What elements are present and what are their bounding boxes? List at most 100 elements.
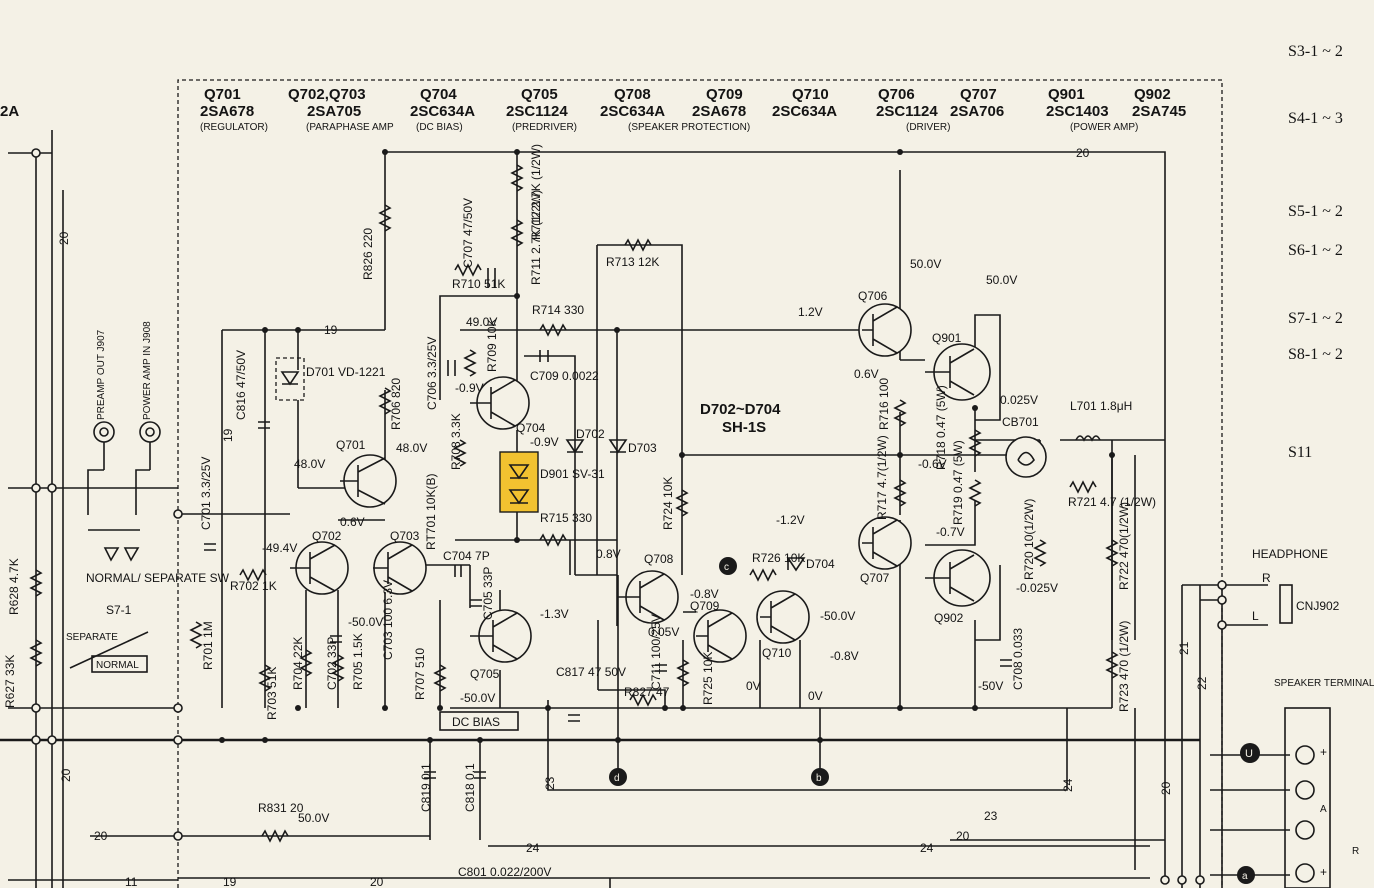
label-speaker-r: R	[1352, 846, 1359, 857]
hdr-q709-part: 2SA678	[692, 103, 746, 120]
label-r717: R717 4.7(1/2W)	[875, 435, 889, 520]
voltage-q704-emitter: -0.9V	[530, 435, 559, 449]
label-d703: D703	[628, 441, 657, 455]
hdr-q702-ref: Q702,Q703	[288, 86, 366, 103]
voltage-q701-emitter: 0.6V	[340, 515, 365, 529]
switch-pos-s11: S11	[1288, 444, 1312, 461]
label-c801: C801 0.022/200V	[458, 865, 551, 879]
q706-symbol: Q706	[858, 289, 912, 357]
label-s7-1: S7-1	[106, 603, 132, 617]
label-r701: R701 1M	[201, 621, 215, 670]
hdr-q709-ref: Q709	[706, 86, 743, 103]
net-22: 22	[1195, 676, 1209, 690]
label-c703: C703 100 6.3V	[381, 580, 395, 660]
label-r703: R703 51K	[265, 667, 279, 720]
label-c704: C704 7P	[443, 549, 490, 563]
q901-symbol: Q901	[925, 331, 991, 401]
hdr-q706-part: 2SC1124	[876, 103, 938, 120]
hdr-q706-role: (DRIVER)	[906, 122, 950, 133]
q710-label: Q710	[762, 646, 792, 660]
label-r715: R715 330	[540, 511, 592, 525]
label-r710: R710 51K	[452, 277, 505, 291]
hdr-q708-ref: Q708	[614, 86, 651, 103]
q708-label: Q708	[644, 552, 674, 566]
voltage-q902-emitter: -0.025V	[1016, 581, 1058, 595]
marker-c: c	[724, 562, 729, 573]
label-r709: R709 10K	[485, 319, 499, 372]
hdr-q704-ref: Q704	[420, 86, 457, 103]
voltage-q701-collector: 48.0V	[396, 441, 427, 455]
hdr-q702-role: (PARAPHASE AMP	[306, 122, 394, 133]
label-r714: R714 330	[532, 303, 584, 317]
label-r722: R722 470(1/2W)	[1117, 502, 1131, 590]
hdr-q901-ref: Q901	[1048, 86, 1085, 103]
label-r720: R720 10(1/2W)	[1022, 499, 1036, 580]
label-r705: R705 1.5K	[351, 633, 365, 690]
label-r707: R707 510	[413, 648, 427, 700]
hdr-q901-role: (POWER AMP)	[1070, 122, 1138, 133]
label-r723: R723 470 (1/2W)	[1117, 621, 1131, 712]
q704-label: Q704	[516, 421, 546, 435]
q701-symbol: Q701	[336, 438, 397, 508]
label-c708: C708 0.033	[1011, 628, 1025, 690]
label-dc-bias: DC BIAS	[452, 715, 500, 729]
label-c702: C702 33P	[325, 637, 339, 690]
hdr-q704-part: 2SC634A	[410, 103, 475, 120]
hdr-q704-role: (DC BIAS)	[416, 122, 463, 133]
label-d702: D702	[576, 427, 605, 441]
net-20-lower-left: 20	[59, 768, 73, 782]
voltage-q704-collector: 49.0V	[466, 315, 497, 329]
net-20-bottom-mid: 20	[370, 875, 384, 888]
label-separate: SEPARATE	[66, 632, 118, 643]
label-sh1s: SH-1S	[722, 419, 766, 436]
voltage-d704: -1.2V	[776, 513, 805, 527]
voltage-q707-base: -0.7V	[936, 525, 965, 539]
junction-dots	[31, 148, 1227, 885]
label-hp-r: R	[1262, 571, 1271, 585]
voltage-q709-emitter: 0.05V	[648, 625, 679, 639]
label-r628: R628 4.7K	[7, 558, 21, 615]
voltage-output: 0.025V	[1000, 393, 1038, 407]
label-r708: R708 3.3K	[449, 413, 463, 470]
label-r716: R716 100	[877, 378, 891, 430]
label-hp-l: L	[1252, 609, 1259, 623]
label-d702-d704: D702~D704	[700, 401, 781, 418]
q707-symbol: Q707	[858, 516, 912, 585]
q702-symbol: Q702	[290, 529, 349, 595]
q708-symbol: Q708	[617, 552, 679, 624]
marker-a: a	[1242, 871, 1248, 882]
label-r702: R702 1K	[230, 579, 277, 593]
switch-pos-s5: S5-1 ~ 2	[1288, 203, 1343, 220]
voltage-q902-base-top: -0.6V	[918, 457, 947, 471]
hdr-q710-part: 2SC634A	[772, 103, 837, 120]
hdr-q707-part: 2SA706	[950, 103, 1004, 120]
net-19-mid: 19	[324, 323, 338, 337]
hdr-q902-ref: Q902	[1134, 86, 1171, 103]
label-d901: D901 SV-31	[540, 467, 605, 481]
transistor-symbols: Q701 Q702 Q703 Q704 Q705 Q706	[290, 289, 991, 681]
hdr-q705-ref: Q705	[521, 86, 558, 103]
voltage-q706-collector: 50.0V	[910, 257, 941, 271]
hdr-q901-part: 2SC1403	[1046, 103, 1109, 120]
net-reference-tags: 20 19 19 20 20 21 22 23 23 24 24 24 20 2…	[0, 103, 1209, 888]
marker-a-dot	[1237, 866, 1255, 884]
capacitor-symbols	[204, 268, 1012, 779]
net-20-left: 20	[57, 231, 71, 245]
label-c706: C706 3.3/25V	[425, 337, 439, 410]
net-20-top: 20	[1076, 146, 1090, 160]
net-20-bottom: 20	[956, 829, 970, 843]
q706-label: Q706	[858, 289, 888, 303]
label-c711: C711 100/25V	[649, 614, 663, 690]
label-normal: NORMAL	[96, 660, 139, 671]
label-c709: C709 0.0022	[530, 369, 599, 383]
resistor-symbols	[29, 164, 1119, 843]
hdr-q708-part: 2SC634A	[600, 103, 665, 120]
net-23-right: 23	[984, 809, 998, 823]
hdr-q705-role: (PREDRIVER)	[512, 122, 577, 133]
q703-symbol: Q703	[373, 529, 427, 595]
label-speaker-terminal: SPEAKER TERMINAL TM902	[1274, 678, 1374, 689]
label-d701: D701 VD-1221	[306, 365, 386, 379]
voltage-q708-base: 0.8V	[596, 547, 621, 561]
voltage-q706-base: 1.2V	[798, 305, 823, 319]
